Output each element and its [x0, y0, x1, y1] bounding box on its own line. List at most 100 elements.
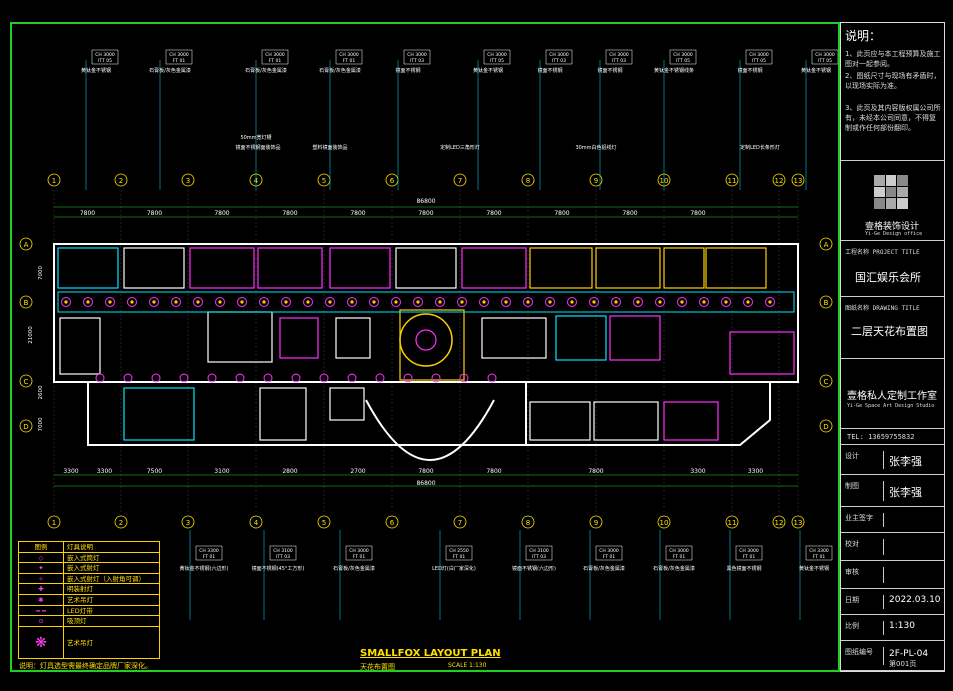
annotation-tag	[403, 49, 431, 65]
legend-label: LED灯带	[67, 606, 93, 615]
annotation-tag	[345, 545, 373, 561]
annotation-tag	[665, 545, 693, 561]
light-fixture	[281, 297, 291, 307]
annotation-code: CH 3000	[339, 52, 359, 58]
ceiling-room	[555, 315, 607, 361]
grid-label-top: 13	[794, 177, 803, 185]
light-fixture-core	[218, 300, 222, 304]
notes-title: 说明：	[845, 29, 882, 43]
light-fixture-core	[504, 300, 508, 304]
corridor-band	[57, 291, 795, 313]
ceiling-room	[729, 331, 795, 375]
annotation-label: 石膏板/灰色金属漆	[149, 67, 191, 74]
titleblock-row: 制图张李强	[841, 475, 945, 507]
legend-label: 嵌入式射灯（入射角可调）	[67, 574, 145, 583]
grid-bubble-top	[453, 173, 467, 187]
company-section: 壹格装饰设计 Yi-Ge Design office	[841, 161, 945, 241]
dim-bottom: 7800	[588, 468, 603, 475]
grid-bubble-right	[819, 237, 833, 251]
light-fixture-core	[482, 300, 486, 304]
grid-bubble-bottom	[657, 515, 671, 529]
annotation-label: 石膏板/灰色金属漆	[245, 67, 287, 74]
drawing-label: 图纸名称 DRAWING TITLE	[845, 305, 920, 312]
studio-name-en: Yi-Ge Space Art Design Studio	[847, 403, 935, 409]
grid-bubble-top	[47, 173, 61, 187]
annotation-sub: ITT 05	[818, 58, 832, 64]
legend-item: ❋艺术吊灯	[19, 626, 159, 659]
dim-left: 7000	[38, 417, 44, 431]
light-fixture	[171, 297, 181, 307]
legend-symbol-icon: ❋	[19, 626, 64, 659]
plan-scale: SCALE 1:130	[448, 662, 487, 669]
ceiling-room	[395, 247, 457, 289]
annotation-sub: ITT 03	[612, 58, 626, 64]
grid-label-bottom: 6	[390, 519, 395, 527]
grid-bubble-bottom	[772, 515, 786, 529]
dim-top: 7800	[690, 210, 705, 217]
titleblock-row: 审核	[841, 561, 945, 589]
legend-label: 嵌入式射灯	[67, 564, 100, 573]
annotation-code: CH 2550	[449, 548, 469, 554]
light-fixture	[633, 297, 643, 307]
plan-subtitle: 天花布置图	[360, 663, 395, 671]
plan-title: SMALLFOX LAYOUT PLAN	[360, 648, 501, 659]
legend-symbol-icon: ◇	[19, 552, 64, 563]
grid-label-top: 9	[594, 177, 598, 185]
light-fixture	[207, 373, 217, 383]
ceiling-room	[595, 247, 661, 289]
light-fixture	[589, 297, 599, 307]
light-fixture	[347, 297, 357, 307]
light-fixture-core	[328, 300, 332, 304]
annotation-code: CH 3000	[487, 52, 507, 58]
company-logo-icon	[874, 175, 908, 209]
grid-bubble-bottom	[114, 515, 128, 529]
light-fixture-core	[130, 300, 134, 304]
grid-label-bottom: 1	[52, 519, 56, 527]
titleblock-row-value: 2022.03.10	[889, 595, 941, 605]
light-fixture	[567, 297, 577, 307]
legend-item: ━ ━LED灯带	[19, 605, 159, 617]
light-fixture	[435, 297, 445, 307]
annotation-label: 黄钛金不锈钢	[81, 67, 111, 74]
central-dome	[399, 313, 453, 367]
legend-header-symbol: 图例	[19, 542, 64, 552]
dim-top: 7800	[418, 210, 433, 217]
light-fixture	[459, 373, 469, 383]
light-fixture	[95, 373, 105, 383]
grid-label-top: 5	[322, 177, 326, 185]
annotation-code: CH 3000	[749, 52, 769, 58]
grid-label-bottom: 12	[775, 519, 784, 527]
annotation-tag	[269, 545, 297, 561]
grid-label-left: C	[24, 378, 29, 386]
annotation-sub: ITT 05	[98, 58, 112, 64]
light-fixture	[325, 297, 335, 307]
annotation-label: 石膏板/灰色金属漆	[653, 565, 695, 572]
legend-symbol-icon: ✧	[19, 573, 64, 584]
annotation-sub: FT 01	[353, 554, 366, 560]
ceiling-room	[329, 387, 365, 421]
light-fixture	[375, 373, 385, 383]
titleblock-row-label: 比例	[845, 621, 884, 635]
grid-label-bottom: 9	[594, 519, 598, 527]
lighting-legend: 图例 灯具说明 ◇嵌入式筒灯✦嵌入式射灯✧嵌入式射灯（入射角可调）✚明装射灯✱艺…	[18, 541, 160, 659]
light-fixture	[545, 297, 555, 307]
annotation-label: 镜面不锈钢	[395, 67, 420, 74]
ceiling-room	[257, 247, 323, 289]
annotation-code: CH 3100	[529, 548, 549, 554]
annotation-sub: FT 01	[269, 58, 282, 64]
grid-label-right: A	[824, 241, 829, 249]
annotation-tag	[335, 49, 363, 65]
dim-top: 7800	[486, 210, 501, 217]
annotation-code: CH 3300	[809, 548, 829, 554]
grid-bubble-bottom	[249, 515, 263, 529]
annotation-sub: ITT 03	[552, 58, 566, 64]
grid-label-right: D	[823, 423, 828, 431]
grid-label-top: 3	[186, 177, 190, 185]
light-fixture	[677, 297, 687, 307]
ceiling-room	[123, 247, 185, 289]
grid-label-bottom: 8	[526, 519, 530, 527]
light-fixture	[743, 297, 753, 307]
legend-item: ◇嵌入式筒灯	[19, 552, 159, 564]
